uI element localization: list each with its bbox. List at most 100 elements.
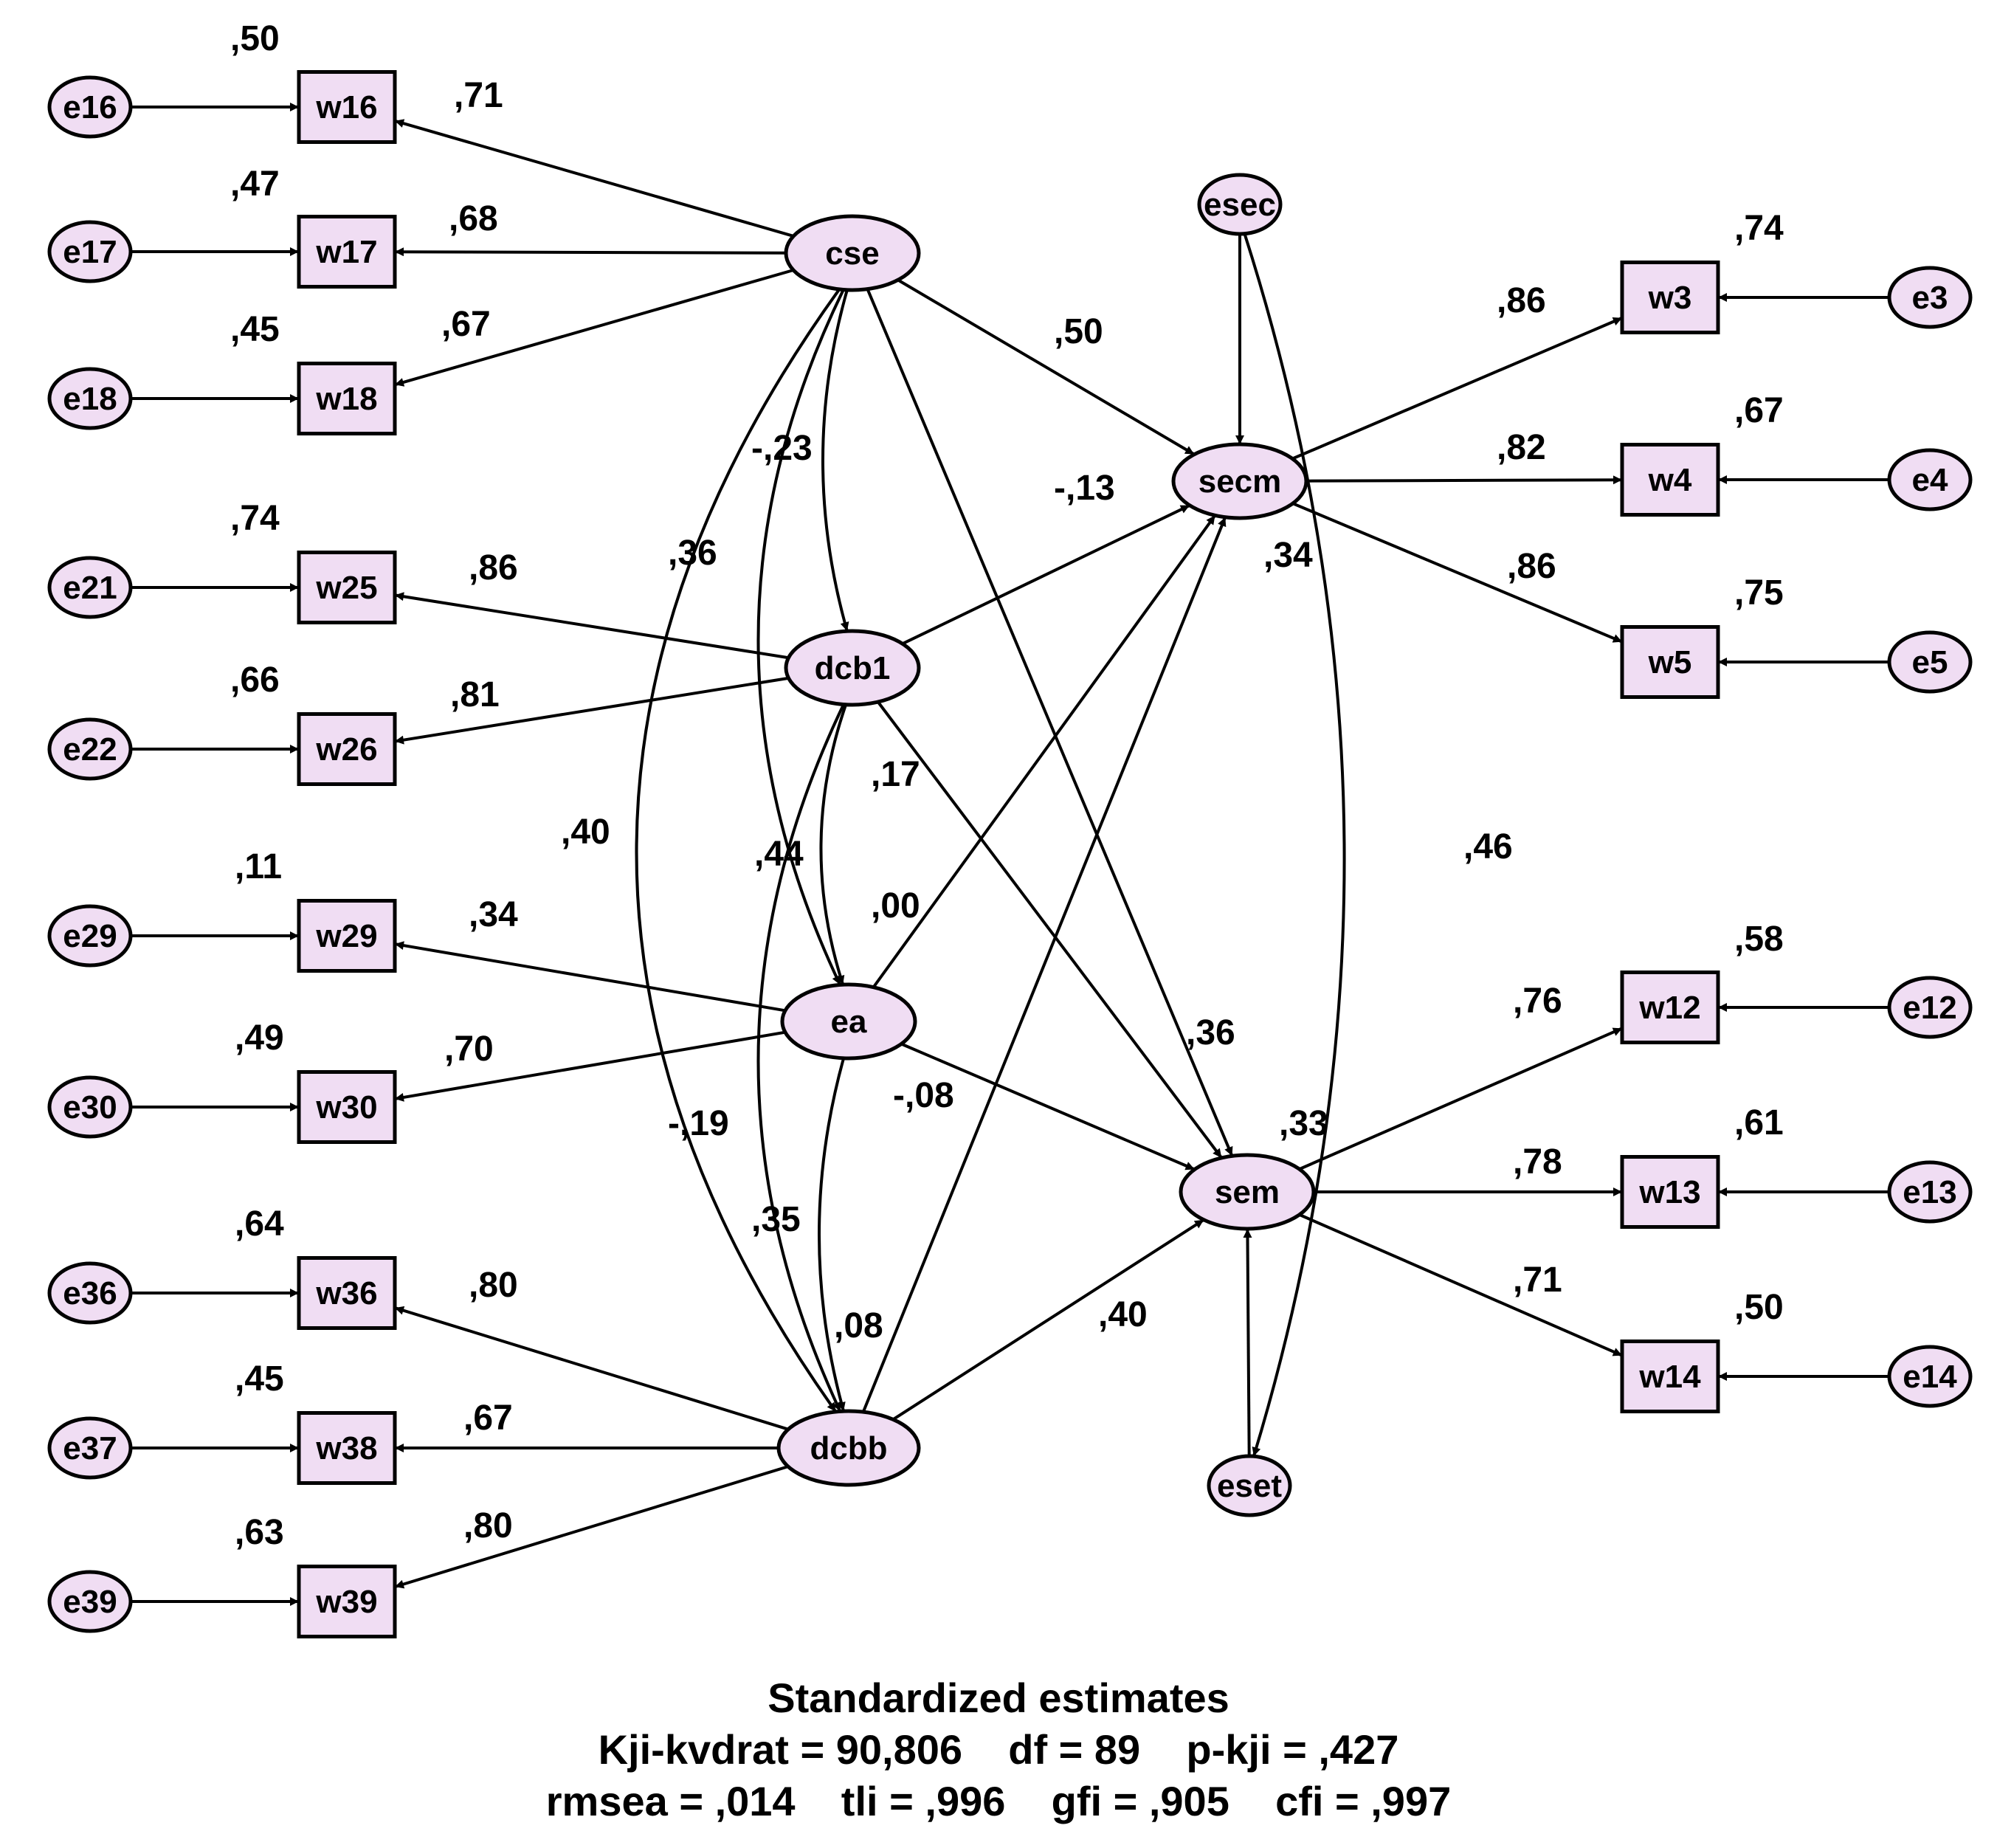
r-squared-label: ,34 bbox=[1263, 536, 1313, 575]
error-ellipse bbox=[47, 717, 133, 781]
node-w30: w30 bbox=[297, 1070, 397, 1144]
node-e21: e21 bbox=[47, 556, 133, 619]
error-ellipse bbox=[47, 556, 133, 619]
node-ea: ea bbox=[780, 982, 917, 1061]
observed-box bbox=[297, 1070, 397, 1144]
error-ellipse bbox=[47, 1261, 133, 1325]
r-squared-label: ,11 bbox=[235, 847, 282, 886]
structural-path-arrow bbox=[877, 700, 1223, 1159]
covariance-label: ,40 bbox=[561, 813, 610, 852]
node-e13: e13 bbox=[1887, 1160, 1973, 1224]
latent-label: dcb1 bbox=[815, 650, 891, 686]
latent-ellipse bbox=[780, 982, 917, 1061]
loading-label: ,67 bbox=[441, 305, 491, 344]
error-label: e12 bbox=[1903, 990, 1956, 1026]
observed-label: w18 bbox=[315, 381, 377, 417]
latent-ellipse bbox=[784, 629, 921, 707]
node-e16: e16 bbox=[47, 75, 133, 139]
covariance-label: -,19 bbox=[668, 1104, 729, 1143]
observed-label: w13 bbox=[1638, 1174, 1700, 1210]
node-w13: w13 bbox=[1620, 1155, 1720, 1229]
structural-path-arrow bbox=[866, 288, 1234, 1157]
observed-label: w36 bbox=[315, 1275, 377, 1311]
node-e30: e30 bbox=[47, 1075, 133, 1139]
labels-layer: ,50,47,45,74,66,11,49,64,45,63,74,67,75,… bbox=[230, 19, 1784, 1552]
loading-label: ,82 bbox=[1497, 428, 1546, 467]
loading-arrow bbox=[394, 592, 789, 660]
node-eset: eset bbox=[1207, 1454, 1292, 1517]
observed-box bbox=[297, 899, 397, 973]
node-e5: e5 bbox=[1887, 630, 1973, 694]
loading-label: ,68 bbox=[449, 199, 498, 238]
loading-arrow bbox=[1292, 502, 1623, 644]
loading-arrow bbox=[394, 247, 787, 257]
error-ellipse bbox=[1887, 448, 1973, 511]
node-e36: e36 bbox=[47, 1261, 133, 1325]
observed-box bbox=[297, 1256, 397, 1330]
nodes-layer: csedcb1eadcbbsecmsemesecesetw16e16w17e17… bbox=[47, 70, 1973, 1638]
node-w18: w18 bbox=[297, 362, 397, 435]
node-e12: e12 bbox=[1887, 976, 1973, 1039]
node-w14: w14 bbox=[1620, 1340, 1720, 1413]
path-coefficient-label: -,13 bbox=[1054, 469, 1115, 508]
node-e22: e22 bbox=[47, 717, 133, 781]
error-label: e30 bbox=[63, 1089, 117, 1125]
node-dcbb: dcbb bbox=[776, 1409, 921, 1487]
r-squared-label: ,45 bbox=[230, 310, 280, 349]
observed-label: w17 bbox=[315, 234, 377, 270]
loading-label: ,80 bbox=[463, 1506, 513, 1545]
node-esec: esec bbox=[1197, 173, 1283, 236]
error-label: e5 bbox=[1912, 644, 1948, 680]
error-ellipse bbox=[47, 1570, 133, 1633]
node-w25: w25 bbox=[297, 551, 397, 624]
error-label: e13 bbox=[1903, 1174, 1956, 1210]
r-squared-label: ,45 bbox=[235, 1359, 284, 1399]
node-dcb1: dcb1 bbox=[784, 629, 921, 707]
latent-ellipse bbox=[1179, 1153, 1316, 1231]
observed-box bbox=[297, 362, 397, 435]
observed-box bbox=[297, 1411, 397, 1485]
observed-label: w30 bbox=[315, 1089, 377, 1125]
error-ellipse bbox=[1887, 1345, 1973, 1408]
loading-arrow bbox=[394, 269, 794, 387]
path-coefficient-label: ,40 bbox=[1098, 1295, 1148, 1334]
covariance-arc bbox=[635, 279, 849, 1413]
fit-indices-line-2: rmsea = ,014 tli = ,996 gfi = ,905 cfi =… bbox=[545, 1778, 1452, 1824]
node-w39: w39 bbox=[297, 1565, 397, 1638]
loading-arrow bbox=[1291, 316, 1623, 461]
covariance-arc bbox=[818, 1048, 851, 1412]
r-squared-label: ,58 bbox=[1734, 920, 1784, 959]
path-coefficient-label: ,50 bbox=[1054, 312, 1103, 351]
node-w4: w4 bbox=[1620, 443, 1720, 517]
loading-label: ,86 bbox=[1507, 547, 1556, 586]
loading-arrow bbox=[1298, 1027, 1623, 1170]
error-label: e22 bbox=[63, 731, 117, 768]
error-ellipse bbox=[47, 904, 133, 968]
r-squared-label: ,74 bbox=[1734, 209, 1784, 248]
structural-path-arrow bbox=[900, 1042, 1196, 1171]
observed-box bbox=[1620, 625, 1720, 699]
node-w16: w16 bbox=[297, 70, 397, 144]
observed-label: w16 bbox=[315, 89, 377, 125]
observed-label: w38 bbox=[315, 1430, 377, 1466]
observed-label: w39 bbox=[315, 1584, 377, 1620]
error-ellipse bbox=[47, 1075, 133, 1139]
error-label: e4 bbox=[1912, 462, 1948, 498]
loading-label: ,70 bbox=[444, 1030, 494, 1069]
observed-label: w14 bbox=[1638, 1359, 1701, 1395]
node-secm: secm bbox=[1171, 442, 1308, 520]
error-ellipse bbox=[47, 1416, 133, 1480]
observed-box bbox=[1620, 970, 1720, 1044]
fit-indices-line-1: Kji-kvdrat = 90,806 df = 89 p-kji = ,427 bbox=[598, 1726, 1399, 1773]
loading-arrow bbox=[1298, 1213, 1623, 1357]
observed-box bbox=[297, 712, 397, 786]
node-w38: w38 bbox=[297, 1411, 397, 1485]
node-sem: sem bbox=[1179, 1153, 1316, 1231]
node-e29: e29 bbox=[47, 904, 133, 968]
covariance-arc bbox=[821, 280, 854, 632]
error-label: e18 bbox=[63, 381, 117, 417]
latent-ellipse bbox=[776, 1409, 921, 1487]
r-squared-label: ,63 bbox=[235, 1513, 284, 1552]
r-squared-label: ,49 bbox=[235, 1018, 284, 1058]
latent-ellipse bbox=[784, 214, 921, 292]
